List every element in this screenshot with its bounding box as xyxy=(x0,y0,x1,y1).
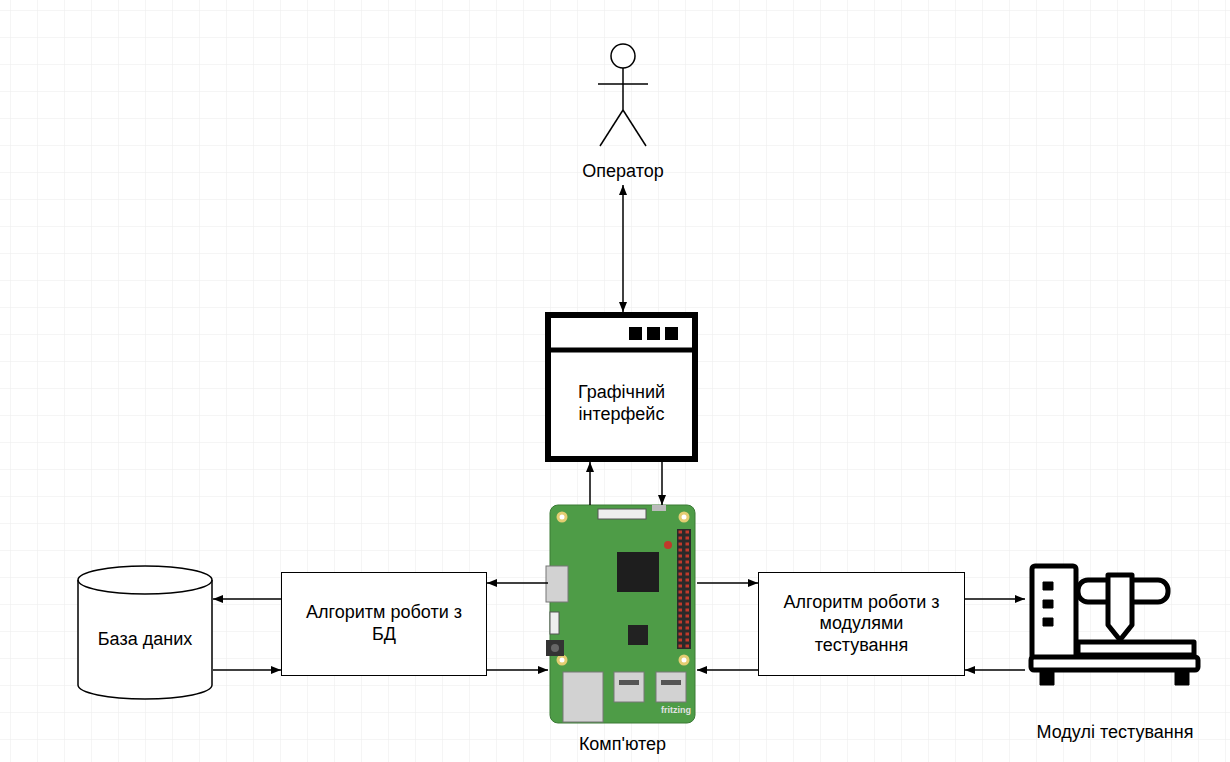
raspberry-pi-board-part xyxy=(679,655,690,666)
watermark: fritzing xyxy=(661,705,691,715)
connector-arrow xyxy=(965,598,1025,600)
raspberry-pi-board-part xyxy=(677,529,691,649)
machine-icon-part xyxy=(1175,671,1189,685)
raspberry-pi-board-part xyxy=(679,512,690,523)
machine-icon xyxy=(1031,566,1198,685)
raspberry-pi-board-part xyxy=(598,509,646,519)
connector-arrow xyxy=(589,462,591,505)
raspberry-pi-board-part xyxy=(614,672,644,702)
node-label: Алгоритм роботи з модулями тестування xyxy=(777,592,947,657)
window-icon-part xyxy=(548,315,695,459)
raspberry-pi-board-part xyxy=(617,552,659,592)
raspberry-pi-board xyxy=(546,505,695,723)
machine-icon-part xyxy=(1043,582,1053,590)
actor-node: Оператор xyxy=(568,22,678,185)
window-icon-part xyxy=(548,348,695,353)
window-icon-part xyxy=(647,327,660,340)
cylinder-rim xyxy=(78,580,212,594)
node-label: Алгоритм роботи з БД xyxy=(299,602,469,645)
window-icon xyxy=(548,315,695,459)
window-icon-part xyxy=(665,327,678,340)
node-label: Оператор xyxy=(582,161,663,183)
connector-arrow xyxy=(697,582,758,584)
raspberry-pi-board-part xyxy=(619,680,639,685)
raspberry-pi-board-part xyxy=(628,625,648,645)
raspberry-pi-board-part xyxy=(557,655,568,666)
actor-figure-part xyxy=(611,44,635,68)
actor-figure-part xyxy=(598,83,648,85)
machine-icon-part xyxy=(1108,575,1132,640)
actor-figure xyxy=(598,44,648,146)
connector-arrow xyxy=(487,582,548,584)
connector-arrow xyxy=(213,598,281,600)
raspberry-pi-board-part xyxy=(682,658,687,663)
raspberry-pi-board-part xyxy=(546,640,564,656)
connector-arrow xyxy=(661,462,663,505)
window-node: Графічний інтерфейс xyxy=(543,312,700,462)
raspberry-pi-board-part xyxy=(664,541,672,549)
actor-figure-part xyxy=(600,110,623,146)
node-label: Модулі тестування xyxy=(1037,722,1194,744)
machine-icon-part xyxy=(1078,642,1194,655)
raspberry-pi-board-part xyxy=(656,672,686,702)
raspberry-pi-board-part xyxy=(550,612,559,634)
machine-icon-part xyxy=(1043,600,1053,608)
raspberry-pi-board-part xyxy=(682,515,687,520)
raspberry-pi-board-part xyxy=(661,680,681,685)
process-box: Алгоритм роботи з модулями тестування xyxy=(758,572,965,676)
raspberry-pi-board-part xyxy=(546,566,568,602)
computer-node: Комп'ютер xyxy=(548,505,697,758)
raspberry-pi-board-part xyxy=(560,515,565,520)
machine-icon-part xyxy=(1043,618,1053,626)
connector-arrow xyxy=(697,669,758,671)
database-cylinder: База даних xyxy=(77,565,213,700)
machine-icon-part xyxy=(1032,566,1076,665)
actor-figure-part xyxy=(623,110,646,146)
connector-arrow xyxy=(487,669,548,671)
cylinder-body xyxy=(78,566,212,699)
window-icon-part xyxy=(629,327,642,340)
raspberry-pi-board-part xyxy=(560,658,565,663)
connector-arrow xyxy=(965,669,1025,671)
node-label: База даних xyxy=(98,629,192,651)
node-label: Графічний інтерфейс xyxy=(557,382,686,425)
machine-node: Модулі тестування xyxy=(1025,558,1205,746)
connector-arrow xyxy=(213,669,281,671)
connector-arrow xyxy=(622,185,624,312)
machine-icon-part xyxy=(1031,657,1198,670)
raspberry-pi-board-part xyxy=(652,505,666,511)
raspberry-pi-board-part xyxy=(550,505,695,723)
raspberry-pi-board-part xyxy=(563,672,603,722)
process-box: Алгоритм роботи з БД xyxy=(281,572,487,676)
raspberry-pi-board-part xyxy=(551,644,559,652)
actor-figure-part xyxy=(622,68,624,110)
machine-icon-part xyxy=(1040,671,1054,685)
node-label: Комп'ютер xyxy=(579,734,666,756)
raspberry-pi-board-part xyxy=(557,512,568,523)
